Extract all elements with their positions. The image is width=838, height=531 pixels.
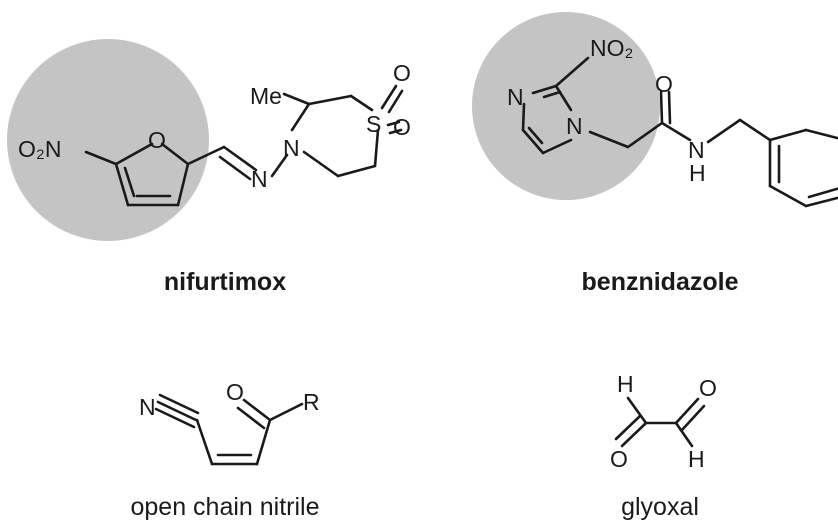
nifurtimox-ring-nitrogen: N (283, 135, 300, 161)
glyoxal-hydrogen-2: H (688, 446, 705, 472)
benznidazole-n1: N (566, 113, 583, 139)
nitrile-r-group: R (303, 389, 320, 415)
nifurtimox-sulfone-oxygen-1: O (393, 60, 411, 86)
nifurtimox-caption: nifurtimox (164, 268, 286, 296)
glyoxal-oxygen-2: O (699, 375, 717, 401)
nifurtimox-sulfone-oxygen-2: O (393, 114, 411, 140)
nifurtimox-structure: O₂N O N N Me S O O (7, 39, 411, 241)
glyoxal-oxygen-1: O (610, 446, 628, 472)
nifurtimox-methyl-label: Me (250, 83, 282, 109)
nifurtimox-o2n-label: O₂N (18, 136, 61, 162)
nitrile-nitrogen: N (139, 394, 156, 420)
glyoxal-structure: H O O H (610, 371, 717, 472)
benznidazole-n3: N (507, 84, 524, 110)
nitrofuran-highlight (7, 39, 209, 241)
glyoxal-hydrogen-1: H (617, 371, 634, 397)
nifurtimox-ring-oxygen: O (148, 127, 166, 153)
benznidazole-no2-label: NO₂ (590, 35, 633, 61)
nitroimidazole-highlight (472, 12, 660, 200)
benznidazole-caption: benznidazole (582, 268, 739, 296)
nifurtimox-sulfur: S (366, 111, 381, 137)
benznidazole-structure: N N NO₂ O N H (472, 12, 838, 208)
open-chain-nitrile-caption: open chain nitrile (130, 493, 319, 521)
benznidazole-amide-nitrogen: N (688, 137, 705, 163)
benznidazole-carbonyl-oxygen: O (655, 71, 673, 97)
open-chain-nitrile-structure: N O R (139, 379, 320, 466)
nitrile-carbonyl-oxygen: O (226, 379, 244, 405)
glyoxal-caption: glyoxal (621, 493, 699, 521)
benznidazole-amide-hydrogen: H (689, 160, 706, 186)
nifurtimox-imine-nitrogen: N (251, 166, 268, 192)
